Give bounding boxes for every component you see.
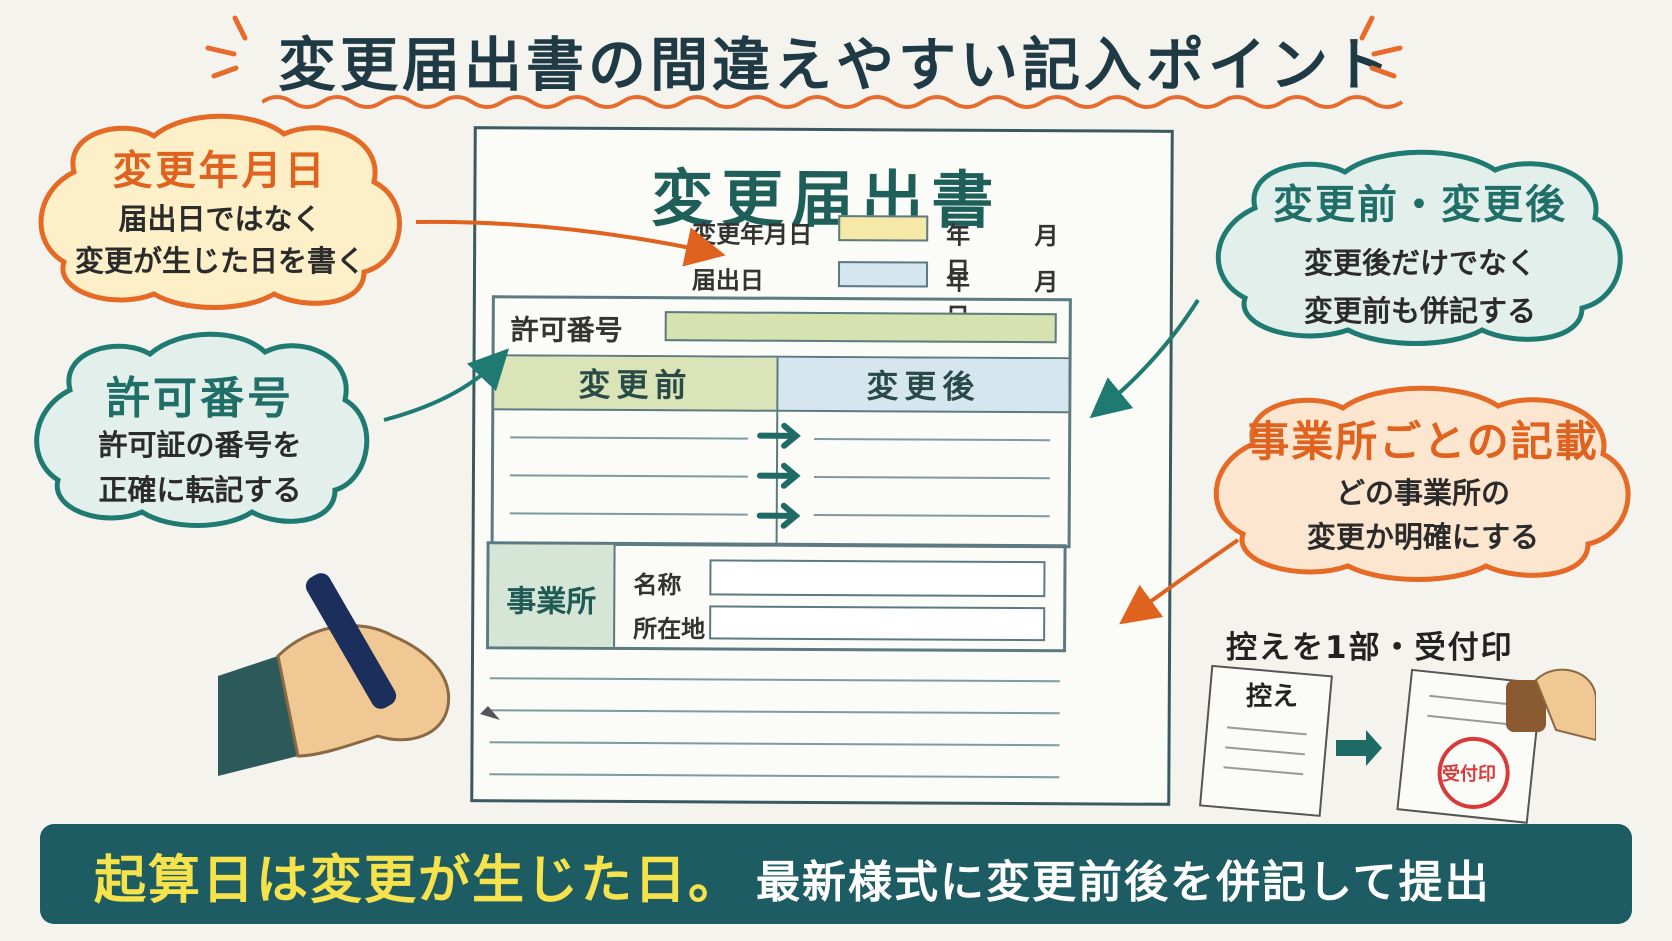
spark-right-icon: [1359, 15, 1403, 79]
before-line: [509, 474, 748, 478]
office-address-field[interactable]: [709, 605, 1046, 642]
callout-before-after-line2: 変更前も併記する: [1303, 294, 1536, 328]
summary-highlight: 起算日は変更が生じた日。: [94, 851, 743, 911]
callout-before-after-line1: 変更後だけでなく: [1303, 246, 1536, 280]
callout-permit-line1: 許可証の番号を: [98, 428, 302, 462]
callout-before-after-cloud: [1216, 149, 1623, 346]
form-sheet: 変更届出書 変更年月日 年 月 日 届出日 年 月 日 許可番号 変更前 変更後…: [470, 126, 1174, 806]
after-line: [814, 437, 1051, 442]
after-line: [813, 513, 1050, 518]
callout-date-line2: 変更が生じた日を書く: [74, 244, 365, 278]
callout-permit-title: 許可番号: [106, 373, 294, 424]
after-line: [813, 475, 1050, 480]
form-line: [489, 709, 1060, 715]
callout-date-title: 変更年月日: [112, 148, 328, 194]
spark-left-icon: [205, 15, 248, 79]
before-line: [510, 436, 749, 440]
callout-permit-line2: 正確に転記する: [98, 473, 302, 507]
copy-heading: 控えを1部・受付印: [1226, 630, 1514, 666]
summary-banner: [40, 824, 1632, 924]
form-line: [489, 677, 1060, 683]
callout-date-line1: 届出日ではなく: [118, 202, 322, 236]
stamp-label: 受付印: [1442, 764, 1496, 785]
callout-date-cloud: [38, 113, 402, 310]
page-title: 変更届出書の間違えやすい記入ポイント: [277, 31, 1394, 99]
hand-with-pen-icon: [218, 573, 500, 776]
form-line: [489, 773, 1060, 779]
office-name-field[interactable]: [709, 559, 1046, 598]
callout-office-title: 事業所ごとの記載: [1247, 417, 1599, 466]
office-block: 事業所 名称 所在地: [486, 541, 1067, 653]
title-underline: [262, 95, 1404, 109]
filing-date-field[interactable]: [837, 261, 929, 288]
copy-label: 控え: [1246, 682, 1299, 712]
after-header: 変更後: [778, 357, 1069, 412]
change-date-field[interactable]: [838, 215, 929, 242]
permit-number-field[interactable]: [664, 311, 1057, 344]
callout-office-line1: どの事業所の: [1335, 476, 1510, 510]
office-name-label: 名称: [633, 571, 682, 600]
office-address-label: 所在地: [633, 615, 706, 644]
callout-permit-cloud: [34, 331, 370, 528]
before-line: [509, 512, 748, 516]
callout-office-cloud: [1214, 385, 1631, 582]
change-date-label: 変更年月日: [692, 220, 813, 249]
summary-rest: 最新様式に変更前後を併記して提出: [756, 857, 1491, 908]
copy-illustration: [1199, 664, 1596, 824]
filing-date-label: 届出日: [691, 266, 765, 295]
permit-label: 許可番号: [510, 313, 623, 347]
callout-before-after-title: 変更前・変更後: [1273, 182, 1567, 228]
change-table: 許可番号 変更前 変更後: [490, 295, 1072, 549]
callout-office-line2: 変更か明確にする: [1306, 520, 1540, 554]
before-after-arrows-icon: [756, 422, 801, 529]
form-line: [489, 741, 1060, 747]
before-header: 変更前: [494, 356, 777, 410]
